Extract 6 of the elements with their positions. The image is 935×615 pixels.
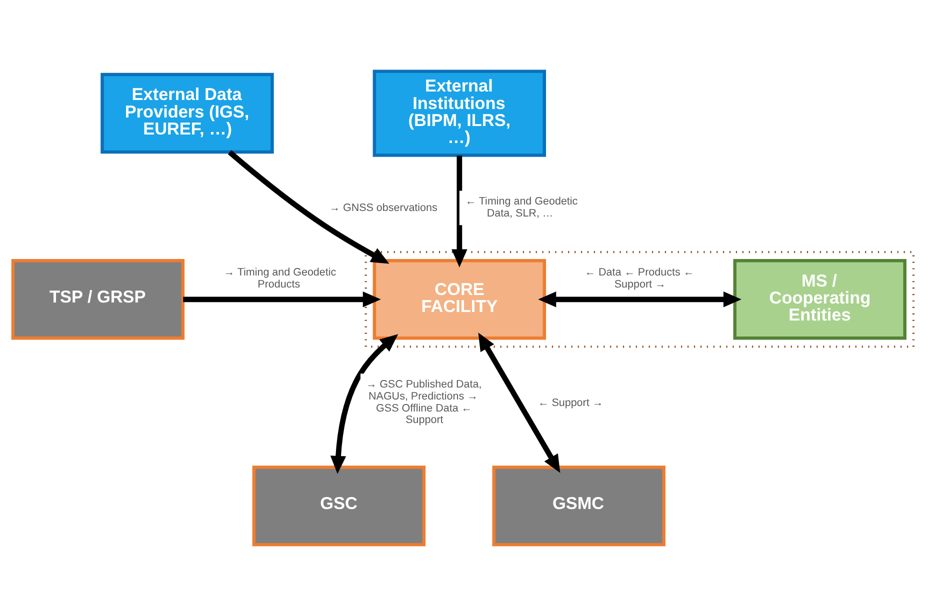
edge-label: → Timing and Geodetic Products — [224, 266, 336, 290]
edge-label: → GSC Published Data, NAGUs, Predictions → GSS Offline Data ← Support — [366, 378, 482, 426]
edge-label: ← Data ← Products ← Support → — [584, 266, 694, 290]
edge-label: → GNSS observations — [329, 202, 438, 214]
edge-label: ← Timing and Geodetic Data, SLR, … — [465, 195, 578, 220]
edge-label: ← Support → — [538, 396, 604, 408]
